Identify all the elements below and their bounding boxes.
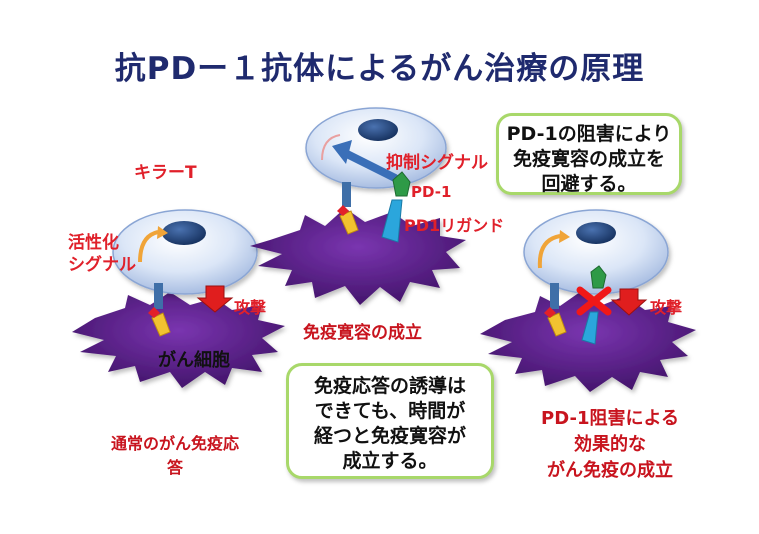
caption-right-line-3: がん免疫の成立 [547, 460, 673, 481]
box-top-line-1: PD-1の阻害により [506, 123, 672, 145]
cancer-cell-label: がん細胞 [158, 350, 230, 371]
left-panel [72, 209, 285, 388]
faded-activation-arrow [321, 134, 341, 161]
attack-arrow-right [610, 288, 648, 316]
inhibition-arrow [341, 149, 399, 182]
pd1-receptor-center [392, 171, 411, 197]
right-panel [480, 209, 696, 392]
box-bottom-line-4: 成立する。 [342, 450, 438, 472]
antigen-tip-center [337, 205, 349, 216]
box-top-line-2: 免疫寛容の成立を [512, 148, 665, 170]
activation-arrowhead-left [157, 226, 168, 239]
cancer-cell-center [250, 208, 466, 305]
attack-label-left: 攻撃 [234, 298, 267, 317]
box-top-line-3: 回避する。 [541, 173, 637, 195]
nucleus-left [162, 221, 206, 245]
box-bottom-line-3: 経つと免疫寛容が [313, 425, 466, 447]
activation-arrowhead-right [559, 230, 570, 243]
tolerance-note-box: 免疫応答の誘導は できても、時間が 経つと免疫寛容が 成立する。 [286, 363, 494, 479]
inhibition-arrowhead [332, 140, 352, 164]
page-title: 抗PDー１抗体によるがん治療の原理 [114, 51, 645, 87]
antigen-left [151, 312, 171, 337]
attack-arrow-left [196, 285, 234, 313]
nucleus-right [576, 222, 616, 244]
pd1-ligand-right [581, 311, 599, 345]
cancer-cell-left [72, 292, 285, 388]
attack-label-right: 攻撃 [650, 298, 683, 317]
caption-right-line-1: PD-1阻害による [541, 408, 679, 429]
pd1-label: PD-1 [411, 183, 452, 201]
tcr-receptor-center [342, 182, 351, 207]
tolerance-established-label: 免疫寛容の成立 [303, 323, 422, 343]
antigen-right [547, 312, 567, 337]
box-bottom-line-2: できても、時間が [314, 400, 466, 422]
pd1-receptor-right [590, 265, 607, 289]
pd1-inhibition-note-box: PD-1の阻害により 免疫寛容の成立を 回避する。 [496, 113, 682, 195]
pd1-ligand-center [381, 199, 403, 243]
inhibition-signal-label: 抑制シグナル [386, 153, 488, 173]
activation-signal-label: 活性化 シグナル [68, 232, 136, 276]
tcr-receptor-right [550, 283, 559, 309]
caption-right-line-2: 効果的な [574, 434, 646, 455]
caption-left-line-1: 通常のがん免疫応 [110, 434, 239, 453]
pd1-ligand-label: PD1リガンド [404, 216, 505, 235]
box-bottom-line-1: 免疫応答の誘導は [313, 375, 466, 397]
nucleus-center [358, 119, 398, 141]
tcr-receptor-left [154, 283, 163, 309]
activation-arrow-right [537, 234, 561, 269]
caption-right: PD-1阻害による 効果的な がん免疫の成立 [510, 406, 710, 484]
center-panel [250, 107, 466, 305]
activation-signal-line-2: シグナル [68, 255, 136, 275]
block-x-icon [576, 286, 612, 316]
activation-arrow-left [138, 230, 159, 263]
killer-t-label: キラーT [134, 163, 197, 183]
caption-left-line-2: 答 [166, 458, 183, 477]
activation-signal-line-1: 活性化 [68, 233, 119, 253]
antigen-tip-right [544, 307, 556, 318]
t-cell-center [305, 107, 447, 189]
caption-left: 通常のがん免疫応 答 [75, 432, 275, 480]
antigen-tip-left [148, 307, 160, 318]
antigen-center [339, 210, 359, 235]
t-cell-left [112, 209, 258, 295]
